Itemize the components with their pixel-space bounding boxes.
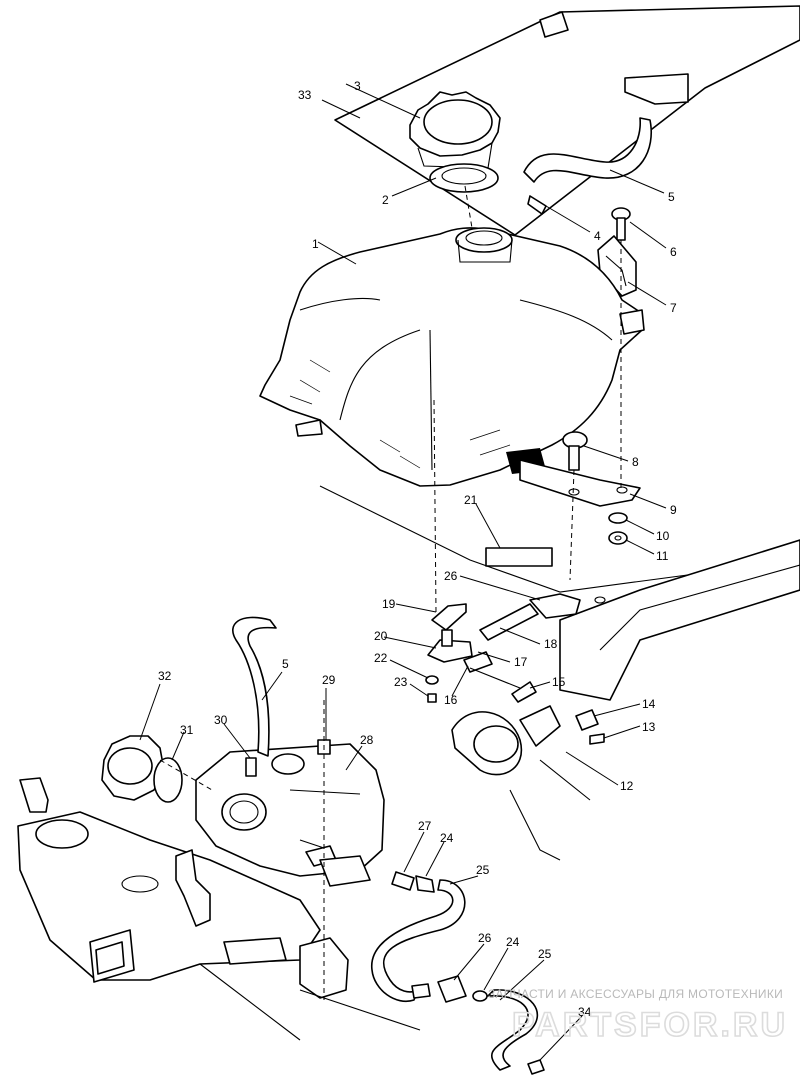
callout-10: 10 — [656, 529, 670, 543]
callout-11: 11 — [656, 549, 669, 563]
callout-34: 34 — [578, 1005, 592, 1019]
callout-16: 16 — [444, 693, 458, 707]
fuel-line-assembly — [371, 871, 545, 1075]
callout-5-upper: 5 — [668, 190, 675, 204]
callout-8: 8 — [632, 455, 639, 469]
reserve-tank — [195, 739, 385, 887]
callout-19: 19 — [382, 597, 396, 611]
callout-25-upper: 25 — [476, 863, 490, 877]
callout-7: 7 — [670, 301, 677, 315]
callout-20: 20 — [374, 629, 388, 643]
lower-bracket — [451, 705, 605, 861]
leader-lines — [139, 83, 667, 1061]
callout-26-upper: 26 — [444, 569, 458, 583]
watermark-brand: PARTSFOR.RU — [512, 1006, 788, 1044]
mount-hardware — [519, 431, 641, 545]
callout-14: 14 — [642, 697, 656, 711]
callout-27: 27 — [418, 819, 432, 833]
callout-6: 6 — [670, 245, 677, 259]
callout-24-lower: 24 — [506, 935, 520, 949]
frame-tube — [319, 485, 800, 701]
callout-28: 28 — [360, 733, 374, 747]
vent-hose-upper — [523, 117, 652, 215]
callout-5-lower: 5 — [282, 657, 289, 671]
watermark: ЗАПЧАСТИ И АКСЕССУАРЫ ДЛЯ МОТОТЕХНИКИ PA… — [488, 987, 788, 1045]
rear-frame-rail — [17, 777, 421, 1041]
callout-1: 1 — [312, 237, 319, 251]
callout-21: 21 — [464, 493, 478, 507]
callout-26-lower: 26 — [478, 931, 492, 945]
callout-labels: 33 3 2 5 4 6 1 7 8 9 10 11 21 26 19 18 2… — [158, 79, 677, 1019]
callout-30: 30 — [214, 713, 228, 727]
alignment-lines — [159, 185, 622, 1000]
callout-32: 32 — [158, 669, 172, 683]
fuel-valve-assembly — [425, 593, 606, 703]
callout-3: 3 — [354, 79, 361, 93]
reserve-vent-hose — [232, 616, 277, 757]
watermark-caption: ЗАПЧАСТИ И АКСЕССУАРЫ ДЛЯ МОТОТЕХНИКИ — [488, 987, 783, 1001]
callout-23: 23 — [394, 675, 408, 689]
reserve-cap — [101, 735, 183, 803]
callout-12: 12 — [620, 779, 634, 793]
callout-15: 15 — [552, 675, 566, 689]
callout-9: 9 — [670, 503, 677, 517]
callout-33: 33 — [298, 88, 312, 102]
callout-29: 29 — [322, 673, 336, 687]
seat-plate — [334, 5, 800, 236]
fuel-cap — [409, 91, 501, 193]
callout-17: 17 — [514, 655, 528, 669]
callout-2: 2 — [382, 193, 389, 207]
callout-13: 13 — [642, 720, 656, 734]
callout-18: 18 — [544, 637, 558, 651]
callout-25-lower: 25 — [538, 947, 552, 961]
callout-22: 22 — [374, 651, 388, 665]
callout-31: 31 — [180, 723, 194, 737]
pad — [485, 547, 553, 567]
callout-4: 4 — [594, 229, 601, 243]
callout-24-upper: 24 — [440, 831, 454, 845]
